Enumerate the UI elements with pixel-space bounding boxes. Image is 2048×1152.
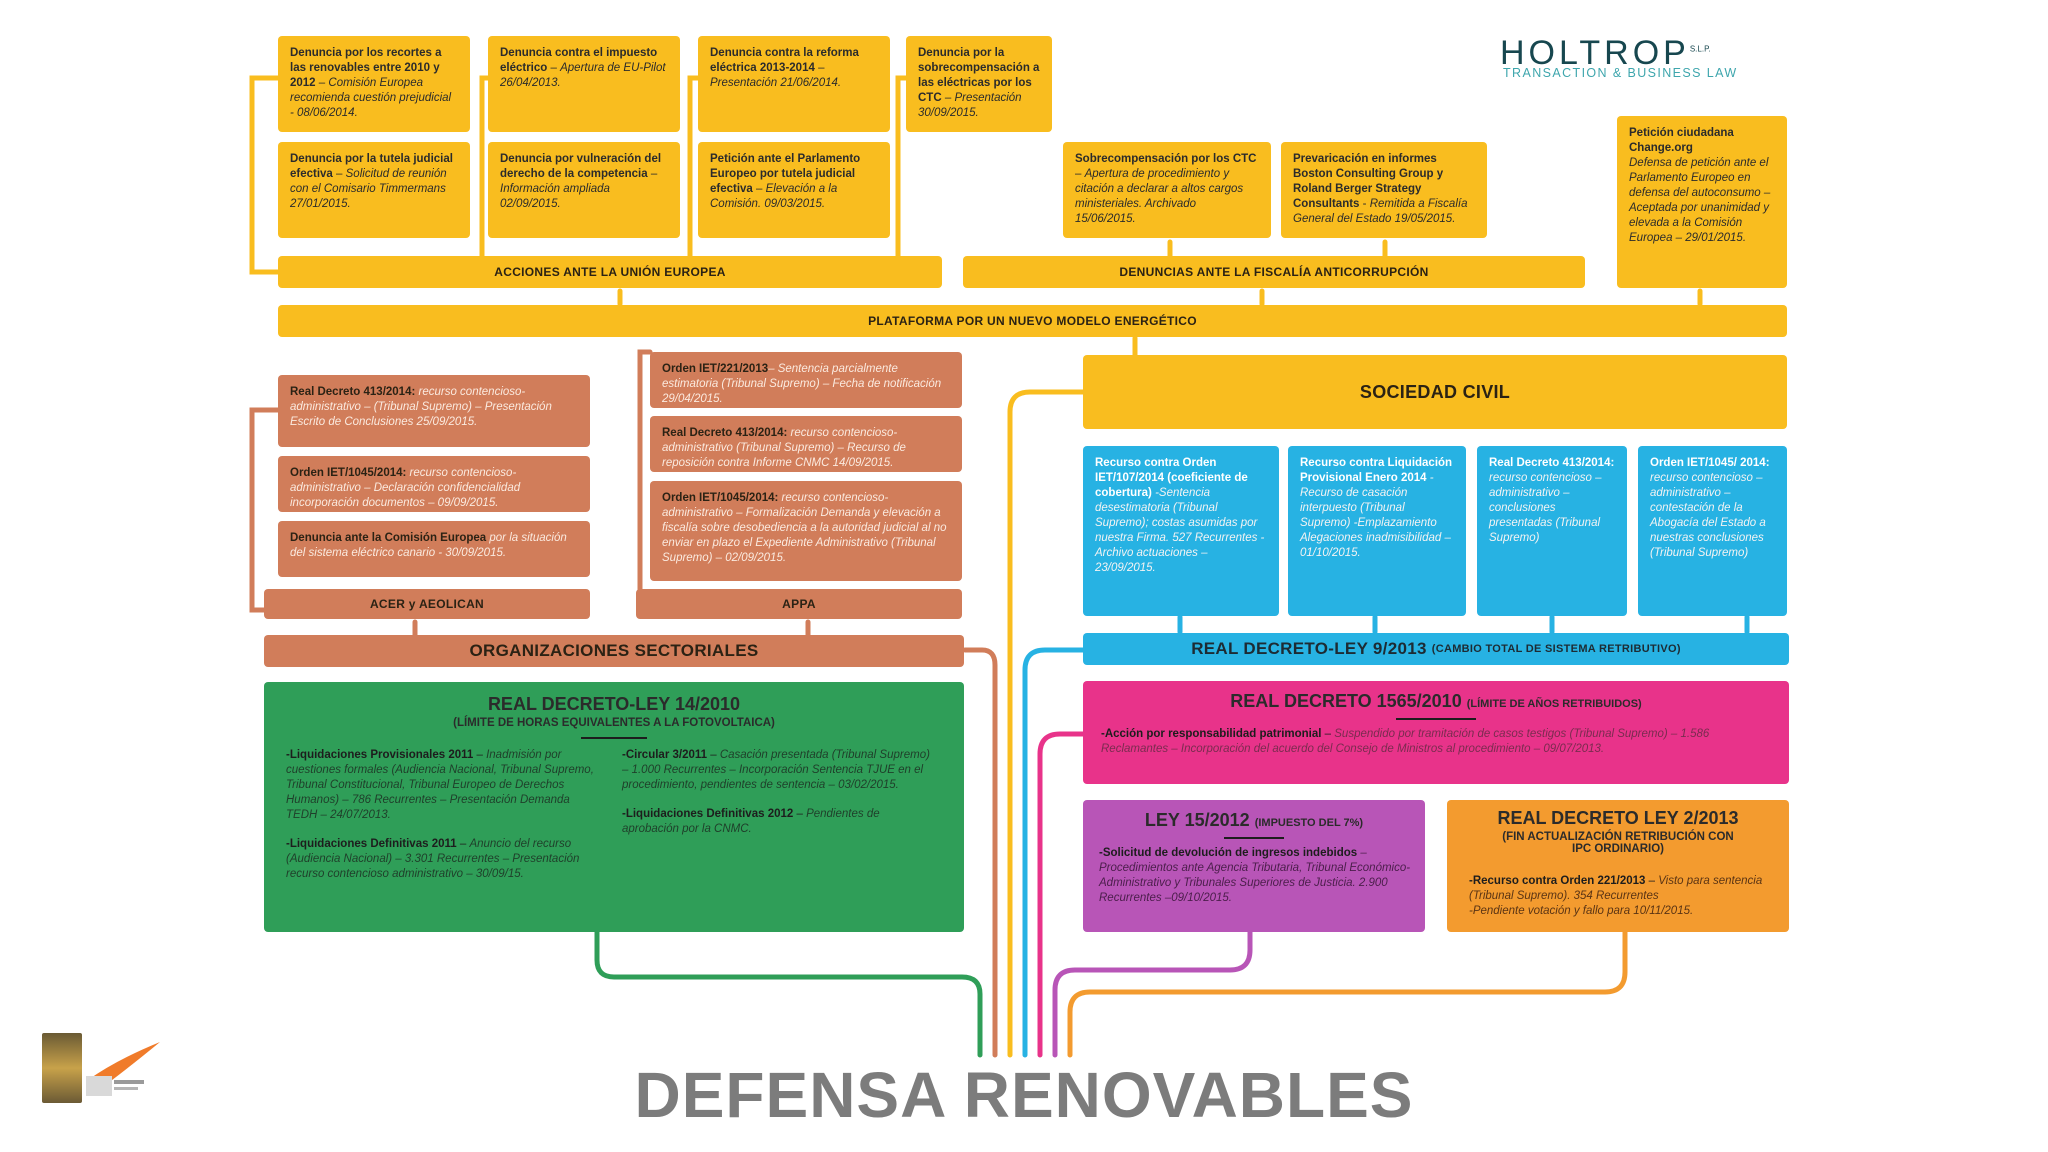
- rdl14-subtitle: (LÍMITE DE HORAS EQUIVALENTES A LA FOTOV…: [453, 717, 775, 729]
- partner-logo-icon: [86, 1042, 160, 1096]
- eu-card-recortes: Denuncia por los recortes a las renovabl…: [278, 36, 470, 132]
- rdl9-label: REAL DECRETO-LEY 9/2013 (CAMBIO TOTAL DE…: [1083, 633, 1789, 665]
- eu-card-parlamento: Petición ante el Parlamento Europeo por …: [698, 142, 890, 238]
- eu-card-competencia: Denuncia por vulneración del derecho de …: [488, 142, 680, 238]
- eu-card-reforma: Denuncia contra la reforma eléctrica 201…: [698, 36, 890, 132]
- rdl14-box: REAL DECRETO-LEY 14/2010 (LÍMITE DE HORA…: [264, 682, 964, 932]
- rd1565-box: REAL DECRETO 1565/2010 (LÍMITE DE AÑOS R…: [1083, 681, 1789, 784]
- acer-card-orden1045: Orden IET/1045/2014: recurso contencioso…: [278, 456, 590, 512]
- civil-card-rd413: Real Decreto 413/2014: recurso contencio…: [1477, 446, 1627, 616]
- fiscalia-card-ctc: Sobrecompensación por los CTC – Apertura…: [1063, 142, 1271, 238]
- rdl14-item-circular: -Circular 3/2011 – Casación presentada (…: [622, 749, 930, 791]
- logo-sup: S.L.P.: [1689, 44, 1711, 54]
- appa-card-orden221: Orden IET/221/2013– Sentencia parcialmen…: [650, 352, 962, 408]
- rd1565-subtitle: (LÍMITE DE AÑOS RETRIBUIDOS): [1466, 698, 1642, 710]
- rdl14-item-prov2011: -Liquidaciones Provisionales 2011 – Inad…: [286, 749, 594, 821]
- sectoriales-label: ORGANIZACIONES SECTORIALES: [264, 635, 964, 667]
- ley15-heading: LEY 15/2012 (IMPUESTO DEL 7%): [1083, 810, 1425, 831]
- plataforma-label: PLATAFORMA POR UN NUEVO MODELO ENERGÉTIC…: [278, 305, 1787, 337]
- eu-card-tutela: Denuncia por la tutela judicial efectiva…: [278, 142, 470, 238]
- rd1565-rule: [1396, 718, 1476, 720]
- civil-card-liquidacion: Recurso contra Liquidación Provisional E…: [1288, 446, 1466, 616]
- appa-card-orden1045: Orden IET/1045/2014: recurso contencioso…: [650, 481, 962, 581]
- eu-actions-label: ACCIONES ANTE LA UNIÓN EUROPEA: [278, 256, 942, 288]
- ley15-title: LEY 15/2012: [1144, 810, 1250, 830]
- fiscalia-label: DENUNCIAS ANTE LA FISCALÍA ANTICORRUPCIÓ…: [963, 256, 1585, 288]
- rd1565-text: -Acción por responsabilidad patrimonial …: [1101, 728, 1710, 755]
- rd1565-title: REAL DECRETO 1565/2010: [1230, 691, 1462, 711]
- acer-label: ACER y AEOLICAN: [264, 589, 590, 619]
- rdl9-subtitle: (CAMBIO TOTAL DE SISTEMA RETRIBUTIVO): [1431, 643, 1681, 655]
- fiscalia-card-prevaricacion: Prevaricación en informes Boston Consult…: [1281, 142, 1487, 238]
- rdl2-title: REAL DECRETO LEY 2/2013: [1497, 808, 1739, 828]
- sociedad-civil-label: SOCIEDAD CIVIL: [1083, 355, 1787, 429]
- acer-card-denuncia: Denuncia ante la Comisión Europea por la…: [278, 521, 590, 577]
- appa-label: APPA: [636, 589, 962, 619]
- rdl14-item-def2011: -Liquidaciones Definitivas 2011 – Anunci…: [286, 838, 580, 880]
- book-cover-thumbnail: [42, 1033, 82, 1103]
- civil-card-orden1045: Orden IET/1045/ 2014: recurso contencios…: [1638, 446, 1787, 616]
- eu-card-impuesto: Denuncia contra el impuesto eléctrico – …: [488, 36, 680, 132]
- logo-tagline: TRANSACTION & BUSINESS LAW: [1503, 66, 1738, 80]
- rd1565-heading: REAL DECRETO 1565/2010 (LÍMITE DE AÑOS R…: [1083, 691, 1789, 712]
- rdl2-box: REAL DECRETO LEY 2/2013 (FIN ACTUALIZACI…: [1447, 800, 1789, 932]
- ley15-rule: [1224, 837, 1284, 839]
- logo-text: HOLTROP: [1500, 34, 1690, 72]
- rdl2-text: -Recurso contra Orden 221/2013 – Visto p…: [1469, 875, 1763, 917]
- appa-card-rd413: Real Decreto 413/2014: recurso contencio…: [650, 416, 962, 472]
- rdl14-title: REAL DECRETO-LEY 14/2010: [487, 694, 741, 714]
- rdl14-item-def2012: -Liquidaciones Definitivas 2012 – Pendie…: [622, 808, 880, 835]
- acer-card-rd413: Real Decreto 413/2014: recurso contencio…: [278, 375, 590, 447]
- ley15-text: -Solicitud de devolución de ingresos ind…: [1099, 847, 1411, 904]
- ley15-box: LEY 15/2012 (IMPUESTO DEL 7%) -Solicitud…: [1083, 800, 1425, 932]
- eu-card-ctc: Denuncia por la sobrecompensación a las …: [906, 36, 1052, 132]
- rdl14-rule: [581, 737, 647, 739]
- rdl9-title: REAL DECRETO-LEY 9/2013: [1191, 639, 1427, 658]
- ley15-subtitle: (IMPUESTO DEL 7%): [1254, 817, 1364, 829]
- civil-card-orden107: Recurso contra Orden IET/107/2014 (coefi…: [1083, 446, 1279, 616]
- rdl14-col-left: -Liquidaciones Provisionales 2011 – Inad…: [286, 748, 596, 896]
- holtrop-logo: HOLTROPS.L.P.: [1500, 34, 1711, 73]
- footer-title: DEFENSA RENOVABLES: [634, 1059, 1414, 1131]
- rdl2-subtitle: (FIN ACTUALIZACIÓN RETRIBUCIÓN CON IPC O…: [1502, 831, 1734, 855]
- rdl14-col-right: -Circular 3/2011 – Casación presentada (…: [622, 748, 937, 851]
